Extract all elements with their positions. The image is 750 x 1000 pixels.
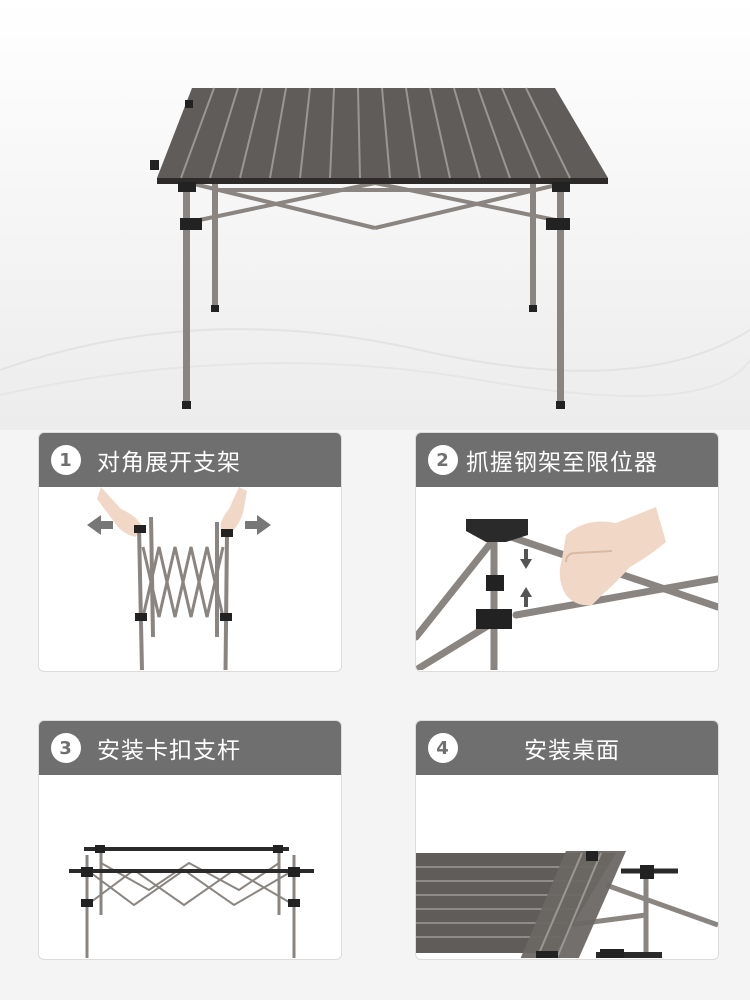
support-bar-illustration: [69, 845, 314, 958]
step-title: 安装卡扣支杆: [97, 738, 241, 764]
step-number-badge: 2: [428, 445, 458, 475]
step-title: 抓握钢架至限位器: [466, 450, 658, 476]
step-header: 2 抓握钢架至限位器: [416, 433, 718, 487]
step-title: 对角展开支架: [97, 450, 241, 476]
step-header: 4 安装桌面: [416, 721, 718, 775]
step-title: 安装桌面: [524, 738, 620, 764]
step-card-4: 4 安装桌面: [415, 720, 719, 960]
step-number-badge: 4: [428, 733, 458, 763]
step-card-2: 2 抓握钢架至限位器: [415, 432, 719, 672]
step-number-badge: 1: [51, 445, 81, 475]
table-frame-expand-illustration: [87, 487, 271, 670]
step-card-3: 3 安装卡扣支杆: [38, 720, 342, 960]
step-header: 1 对角展开支架: [39, 433, 341, 487]
table-product-image: [0, 0, 750, 430]
frame-lock-illustration: [416, 507, 718, 670]
step-card-1: 1 对角展开支架: [38, 432, 342, 672]
step-number-badge: 3: [51, 733, 81, 763]
tabletop-install-illustration: [416, 851, 718, 958]
step-header: 3 安装卡扣支杆: [39, 721, 341, 775]
